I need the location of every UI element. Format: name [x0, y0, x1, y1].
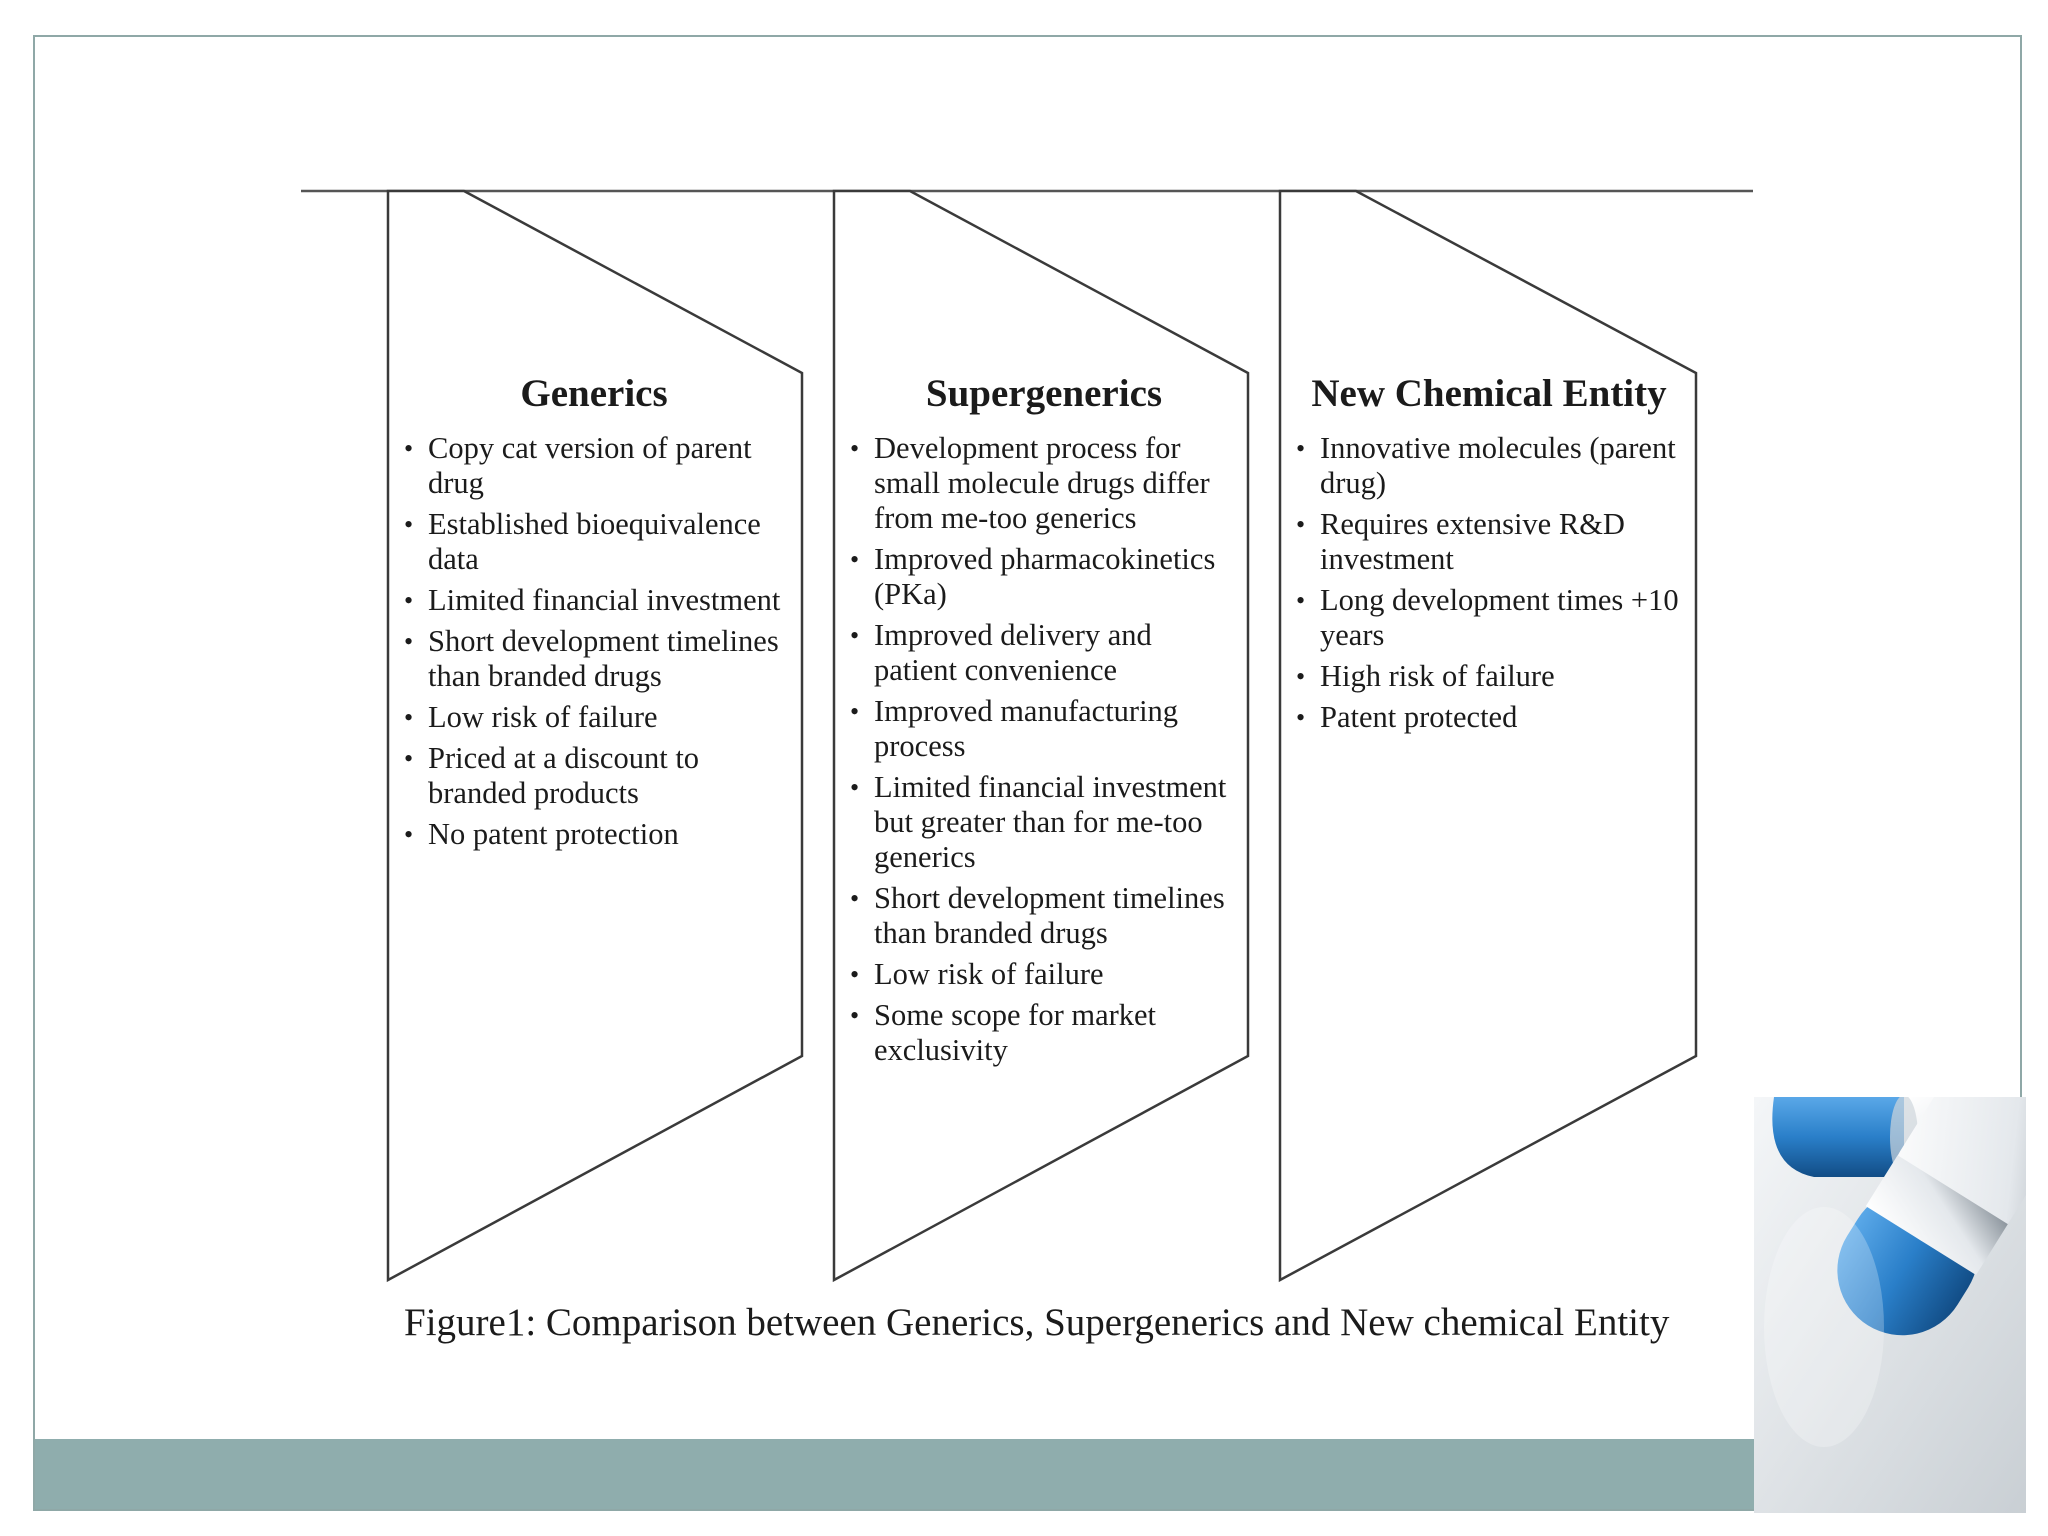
column-new-chemical-entity: New Chemical Entity Innovative molecules… — [1296, 372, 1682, 741]
list-item: Requires extensive R&D investment — [1296, 507, 1682, 577]
list-item: Improved manufacturing process — [850, 694, 1238, 764]
list-item: Established bioequivalence data — [404, 507, 784, 577]
list-item: Improved pharmacokinetics (PKa) — [850, 542, 1238, 612]
column-supergenerics: Supergenerics Development process for sm… — [850, 372, 1238, 1074]
list-item: Limited financial investment — [404, 583, 784, 618]
list-item: Short development timelines than branded… — [404, 624, 784, 694]
figure-caption: Figure1: Comparison between Generics, Su… — [404, 1301, 1670, 1344]
bullet-list: Innovative molecules (parent drug) Requi… — [1296, 431, 1682, 735]
list-item: No patent protection — [404, 817, 784, 852]
list-item: Priced at a discount to branded products — [404, 741, 784, 811]
capsule-pills-icon — [1754, 1097, 2026, 1513]
list-item: Low risk of failure — [404, 700, 784, 735]
list-item: Short development timelines than branded… — [850, 881, 1238, 951]
capsule-pills-photo-icon — [1754, 1097, 2026, 1513]
column-title: Supergenerics — [925, 372, 1163, 415]
column-generics: Generics Copy cat version of parent drug… — [404, 372, 784, 858]
footer-band — [35, 1439, 2020, 1509]
list-item: High risk of failure — [1296, 659, 1682, 694]
list-item: Low risk of failure — [850, 957, 1238, 992]
column-title: New Chemical Entity — [1311, 372, 1667, 415]
bullet-list: Development process for small molecule d… — [850, 431, 1238, 1068]
list-item: Long development times +10 years — [1296, 583, 1682, 653]
list-item: Limited financial investment but greater… — [850, 770, 1238, 875]
list-item: Innovative molecules (parent drug) — [1296, 431, 1682, 501]
column-title: Generics — [520, 372, 668, 415]
bullet-list: Copy cat version of parent drug Establis… — [404, 431, 784, 852]
list-item: Some scope for market exclusivity — [850, 998, 1238, 1068]
list-item: Copy cat version of parent drug — [404, 431, 784, 501]
list-item: Improved delivery and patient convenienc… — [850, 618, 1238, 688]
list-item: Patent protected — [1296, 700, 1682, 735]
list-item: Development process for small molecule d… — [850, 431, 1238, 536]
